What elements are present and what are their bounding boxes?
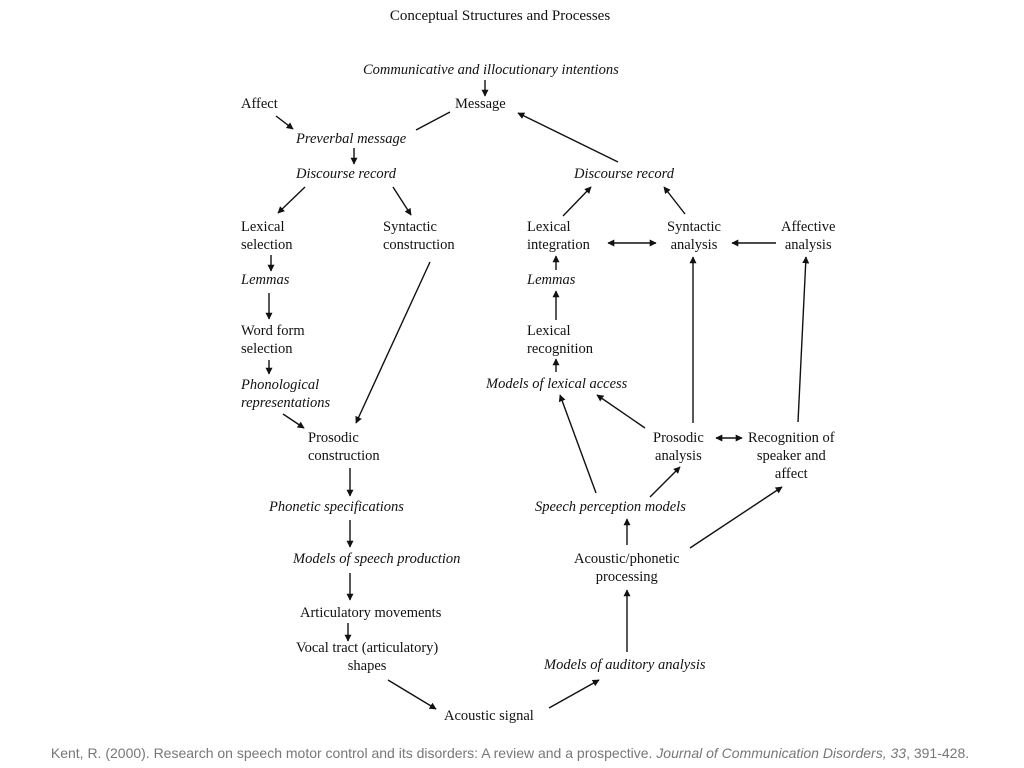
edge-lexical-integration-to-discourse — [562, 186, 592, 217]
node-lexical-integration: Lexical integration — [527, 219, 590, 253]
edge-acoustic-to-auditory — [548, 679, 600, 709]
edge-discourse-to-syntactic-construction — [392, 186, 412, 216]
citation-journal: Journal of Communication Disorders, 33 — [656, 745, 907, 761]
edge-affect-to-preverbal — [275, 115, 294, 130]
node-message: Message — [455, 96, 506, 112]
node-word-form-selection: Word form selection — [241, 323, 305, 357]
node-preverbal-message: Preverbal message — [296, 131, 407, 147]
node-vocal-tract-shapes: Vocal tract (articulatory) shapes — [296, 640, 439, 674]
node-prosodic-construction: Prosodic construction — [308, 430, 380, 464]
node-lemmas-right: Lemmas — [527, 272, 576, 288]
edge-speech-perception-to-lexical-access — [558, 394, 597, 494]
node-lexical-selection: Lexical selection — [241, 219, 293, 253]
node-discourse-record-right: Discourse record — [574, 166, 675, 182]
node-lemmas-left: Lemmas — [241, 272, 290, 288]
edge-recognition-to-affective-analysis — [797, 256, 810, 423]
edge-prosodic-analysis-to-lexical-access — [596, 394, 646, 429]
node-syntactic-analysis: Syntactic analysis — [667, 219, 721, 253]
node-acoustic-phonetic-processing: Acoustic/phonetic processing — [574, 551, 680, 585]
node-affective-analysis: Affective analysis — [781, 219, 836, 253]
node-articulatory-movements: Articulatory movements — [300, 605, 442, 621]
node-models-auditory-analysis: Models of auditory analysis — [544, 657, 706, 673]
node-phonetic-specifications: Phonetic specifications — [269, 499, 404, 515]
node-models-speech-production: Models of speech production — [293, 551, 461, 567]
node-recognition-speaker-affect: Recognition of speaker and affect — [748, 430, 835, 482]
edge-syntactic-to-prosodic — [355, 261, 431, 424]
node-affect: Affect — [241, 96, 278, 112]
node-phonological-representations: Phonological representations — [241, 377, 331, 411]
node-prosodic-analysis: Prosodic analysis — [653, 430, 704, 464]
node-lexical-recognition: Lexical recognition — [527, 323, 594, 357]
citation-pages: , 391-428. — [906, 745, 970, 761]
edge-message-preverbal — [415, 111, 451, 131]
edge-syntactic-analysis-to-discourse — [663, 186, 686, 215]
edge-acoustic-phonetic-to-recognition — [689, 486, 783, 549]
node-models-lexical-access: Models of lexical access — [486, 376, 628, 392]
node-acoustic-signal: Acoustic signal — [444, 708, 534, 724]
edge-discourse-to-lexical-selection — [277, 186, 306, 214]
node-communicative-intentions: Communicative and illocutionary intentio… — [363, 62, 619, 78]
edge-phonological-to-prosodic — [282, 413, 305, 429]
node-discourse-record-left: Discourse record — [296, 166, 397, 182]
edge-discourse-to-message — [517, 112, 619, 163]
edge-vocal-tract-to-acoustic — [387, 679, 437, 710]
edge-speech-perception-to-prosodic-analysis — [649, 466, 681, 498]
diagram-title: Conceptual Structures and Processes — [389, 8, 611, 24]
citation-text: Kent, R. (2000). Research on speech moto… — [50, 745, 657, 761]
node-speech-perception-models: Speech perception models — [535, 499, 686, 515]
citation: Kent, R. (2000). Research on speech moto… — [0, 745, 1020, 761]
node-syntactic-construction: Syntactic construction — [383, 219, 455, 253]
